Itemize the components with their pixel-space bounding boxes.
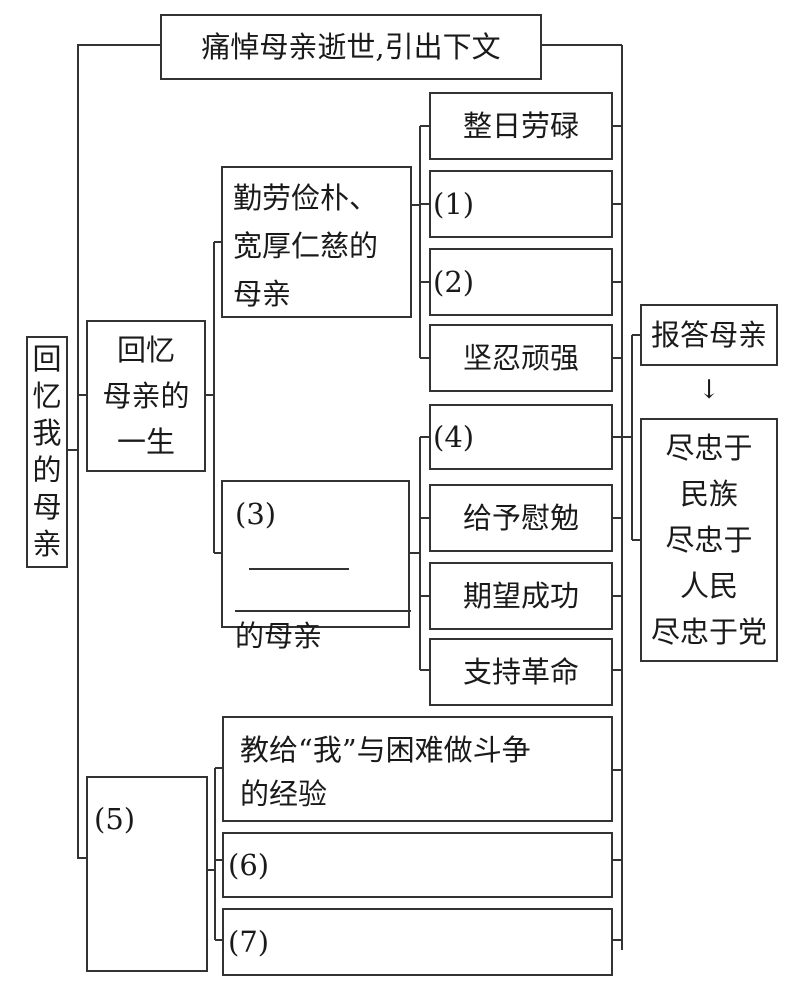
blank-5-box[interactable]: (5): [86, 776, 208, 972]
loyalty-line: 民族: [679, 477, 738, 511]
blank-3-line: [235, 570, 411, 612]
blank-2-box[interactable]: (2): [429, 248, 613, 316]
recall-line: 回忆: [116, 333, 175, 367]
blank-label: (7): [228, 925, 270, 959]
trait-box: 期望成功: [429, 562, 613, 630]
experience-box: 教给“我”与困难做斗争 的经验: [222, 716, 613, 822]
experience-line: 的经验: [240, 777, 328, 811]
blank-7-box[interactable]: (7): [222, 908, 613, 976]
trait-text: 支持革命: [462, 655, 579, 689]
loyalty-line: 尽忠于: [665, 523, 753, 557]
trait-text: 坚忍顽强: [462, 341, 579, 375]
blank-label: (4): [433, 420, 475, 454]
trait-text: 期望成功: [462, 579, 579, 613]
intro-box: 痛悼母亲逝世,引出下文: [160, 14, 542, 80]
blank-label: (1): [433, 187, 475, 221]
blank-label: (3): [235, 497, 277, 531]
root-char: 我: [32, 416, 62, 450]
blank-3-box[interactable]: (3) 的母亲: [221, 480, 411, 653]
root-box: 回 忆 我 的 母 亲: [26, 336, 68, 568]
diligent-mother-box: 勤劳俭朴、 宽厚仁慈的 母亲: [221, 166, 412, 318]
diligent-line: 母亲: [233, 277, 292, 311]
blank-label: (5): [94, 802, 136, 836]
root-spine-line: [77, 44, 160, 859]
loyalty-box: 尽忠于 民族 尽忠于 人民 尽忠于党: [640, 418, 778, 662]
root-char: 回: [32, 342, 62, 376]
intro-text: 痛悼母亲逝世,引出下文: [201, 30, 501, 64]
diligent-line: 勤劳俭朴、: [233, 181, 379, 215]
answer-blank[interactable]: [249, 538, 349, 570]
blank-4-box[interactable]: (4): [429, 404, 613, 470]
loyalty-line: 人民: [679, 569, 738, 603]
blank-1-box[interactable]: (1): [429, 170, 613, 238]
experience-line: 教给“我”与困难做斗争: [240, 733, 531, 767]
loyalty-line: 尽忠于: [665, 431, 753, 465]
recall-line: 一生: [116, 425, 175, 459]
loyalty-line: 尽忠于党: [650, 615, 767, 649]
trait-text: 整日劳碌: [462, 109, 579, 143]
trait-box: 支持革命: [429, 638, 613, 706]
repay-box: 报答母亲: [640, 304, 778, 366]
trait-box: 坚忍顽强: [429, 324, 613, 392]
blank-3-line: (3): [235, 490, 408, 570]
trait-text: 给予慰勉: [462, 501, 579, 535]
blank-label: (6): [228, 848, 270, 882]
repay-text: 报答母亲: [650, 318, 767, 352]
root-char: 亲: [32, 527, 62, 561]
recall-box: 回忆 母亲的 一生: [86, 320, 206, 472]
blank-3-tail: 的母亲: [235, 619, 323, 653]
trait-box: 给予慰勉: [429, 484, 613, 552]
root-char: 忆: [32, 379, 62, 413]
root-char: 的: [32, 453, 62, 487]
root-char: 母: [32, 490, 62, 524]
diligent-line: 宽厚仁慈的: [233, 229, 379, 263]
blank-label: (2): [433, 265, 475, 299]
answer-blank[interactable]: [235, 570, 411, 612]
recall-line: 母亲的: [102, 379, 190, 413]
blank-6-box[interactable]: (6): [222, 832, 613, 898]
trait-box: 整日劳碌: [429, 92, 613, 160]
down-arrow-icon: ↓: [698, 375, 720, 405]
